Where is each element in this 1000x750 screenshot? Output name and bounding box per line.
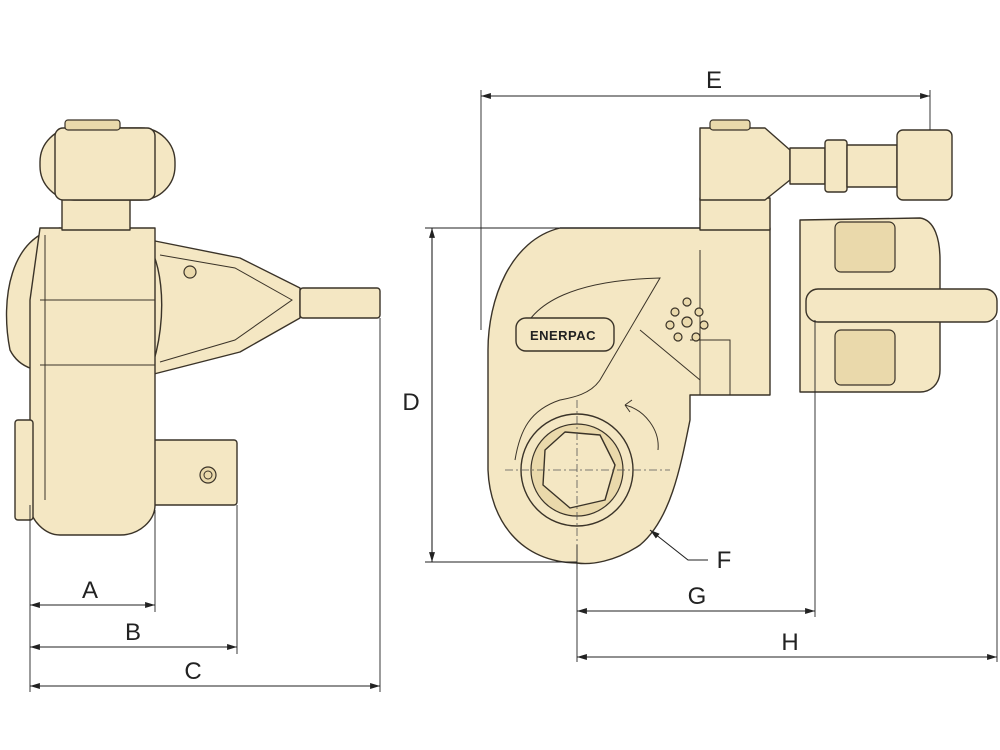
hose-fitting [789, 147, 826, 185]
label-h: H [781, 629, 798, 656]
enerpac-logo-text: ENERPAC [530, 328, 596, 343]
label-g: G [688, 583, 707, 610]
hex-socket [542, 431, 616, 509]
enerpac-logo-plate [515, 317, 615, 352]
label-d: D [402, 389, 419, 416]
label-e: E [706, 67, 722, 94]
reaction-rod [805, 288, 998, 323]
rotation-arrow-icon [624, 404, 659, 451]
front-view: ENERPAC [487, 119, 998, 565]
square-drive [149, 439, 238, 506]
port-cluster [665, 297, 709, 342]
hydraulic-coupler [896, 129, 953, 201]
reaction-arm-rod [299, 287, 381, 319]
reaction-arm [149, 239, 301, 376]
label-b: B [125, 619, 141, 646]
side-body [29, 227, 156, 536]
main-body [487, 227, 771, 565]
swivel-block [699, 127, 791, 201]
label-f: F [717, 547, 732, 574]
label-a: A [82, 577, 98, 604]
side-view [5, 119, 381, 536]
dimension-lines [29, 90, 998, 692]
dimension-labels: A B C D E F G H [82, 67, 799, 685]
label-c: C [184, 658, 201, 685]
